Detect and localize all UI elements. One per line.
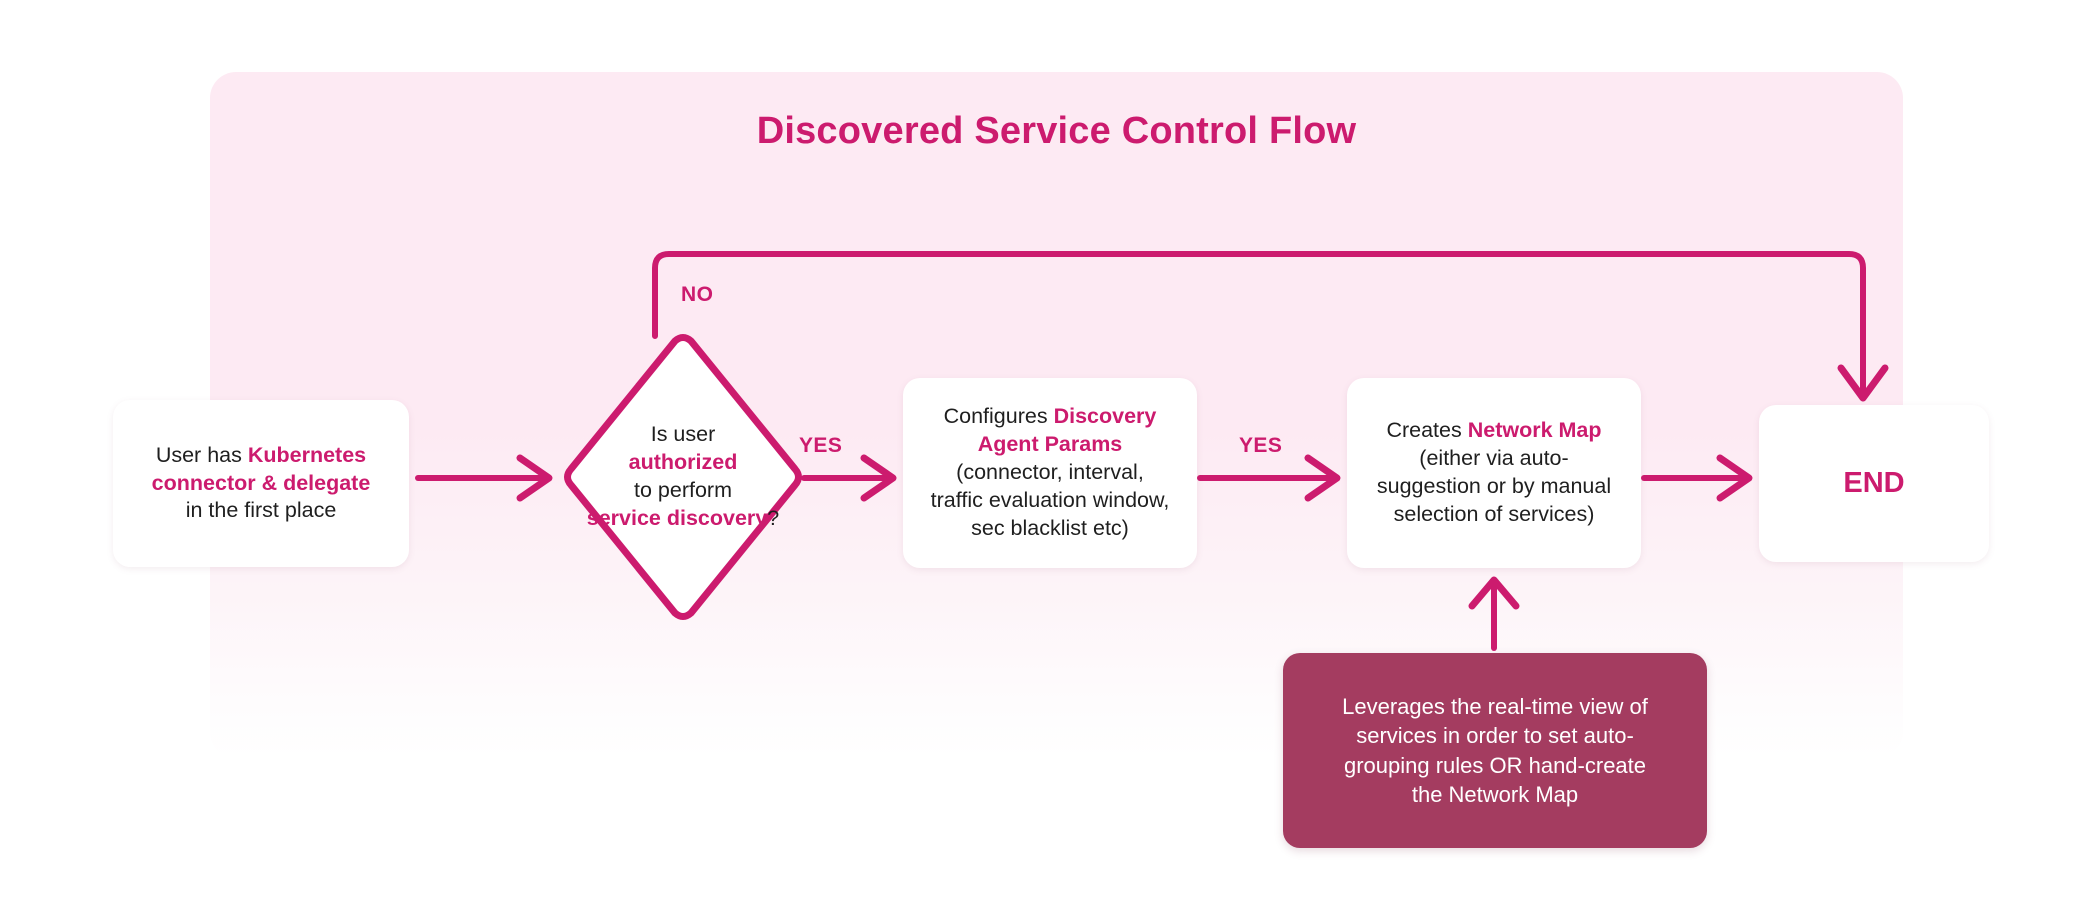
decision-diamond[interactable]: Is user authorized to perform service di…: [562, 332, 804, 622]
netmap-lead: Creates: [1386, 418, 1468, 443]
edge-label-no: NO: [681, 283, 714, 306]
params-highlight-discovery: Discovery: [1053, 404, 1157, 429]
netmap-highlight-network-map: Network Map: [1467, 418, 1602, 443]
note-line-1: Leverages the real-time view of: [1342, 694, 1648, 719]
end-label: END: [1843, 466, 1905, 499]
start-text-kubernetes: Kubernetes: [247, 442, 367, 467]
diamond-shape: [564, 334, 802, 620]
decision-line-4: service discovery: [586, 505, 768, 530]
create-network-map-box[interactable]: Creates Network Map (either via auto- su…: [1347, 378, 1641, 568]
note-line-4: the Network Map: [1411, 781, 1579, 807]
params-line-3: (connector, interval,: [956, 460, 1144, 485]
decision-line-2: authorized: [628, 450, 738, 475]
netmap-line-4: selection of services): [1393, 501, 1595, 526]
edge-label-yes-params: YES: [1239, 434, 1283, 457]
decision-question-mark: ?: [767, 505, 780, 530]
params-highlight-agent-params: Agent Params: [977, 432, 1123, 457]
params-line-4: traffic evaluation window,: [930, 487, 1170, 512]
start-box[interactable]: User has Kubernetes connector & delegate…: [113, 400, 409, 567]
start-text-tail: in the first place: [185, 498, 337, 523]
netmap-line-2: (either via auto-: [1419, 446, 1569, 471]
configure-params-box[interactable]: Configures Discovery Agent Params (conne…: [903, 378, 1197, 568]
decision-line-3: to perform: [634, 478, 732, 502]
page-title: Discovered Service Control Flow: [756, 110, 1357, 152]
start-text-lead: User has: [155, 442, 248, 467]
end-box[interactable]: END: [1759, 405, 1989, 562]
note-line-2: services in order to set auto-: [1356, 723, 1634, 749]
decision-line-1: Is user: [650, 422, 716, 447]
note-box[interactable]: Leverages the real-time view of services…: [1283, 653, 1707, 848]
edge-label-yes-decision: YES: [799, 434, 843, 457]
netmap-line-3: suggestion or by manual: [1376, 474, 1612, 498]
note-line-3: grouping rules OR hand-create: [1343, 752, 1647, 778]
params-lead: Configures: [943, 404, 1054, 429]
params-line-5: sec blacklist etc): [971, 515, 1129, 540]
start-text-connector-delegate: connector & delegate: [151, 470, 371, 495]
